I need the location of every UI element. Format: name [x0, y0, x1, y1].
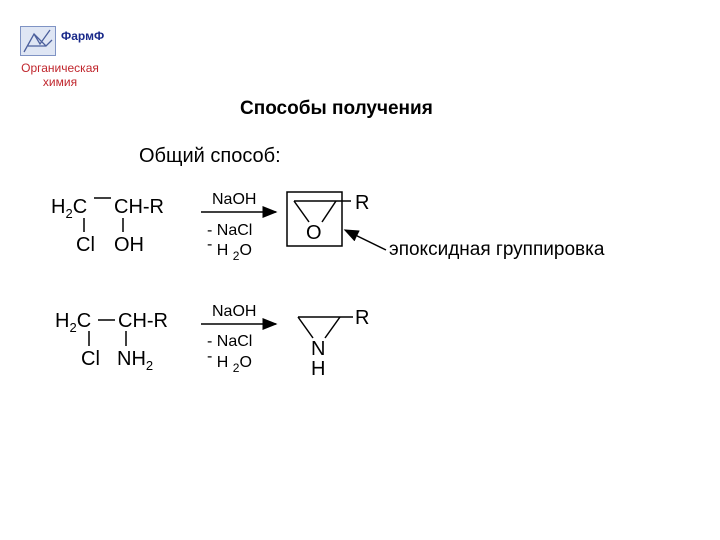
reaction1-reagent-naoh: NaOH — [212, 191, 257, 208]
epoxide-highlight-box — [286, 191, 343, 247]
reactant2-cl: Cl — [81, 348, 100, 370]
aziridine-r-group: R — [355, 307, 370, 329]
brand-name: ФармФ — [61, 29, 105, 43]
reactant2-nh2: NH2 — [117, 348, 154, 373]
slide-subtitle: Общий способ: — [139, 145, 281, 167]
reactant1-cl: Cl — [76, 234, 95, 256]
course-name: Органическая химия — [8, 61, 112, 89]
reactant1-chr: CH-R — [114, 196, 164, 218]
reaction1-byproduct-water: - H 2O — [207, 236, 252, 263]
aziridine-cn-left — [297, 316, 314, 339]
slide-title: Способы получения — [240, 98, 433, 119]
epoxide-co-right — [321, 200, 337, 223]
logo-icon — [20, 26, 56, 56]
epoxide-group-annotation: эпоксидная группировка — [389, 239, 605, 260]
epoxide-r-group: R — [355, 192, 370, 214]
epoxide-co-left — [293, 200, 310, 223]
aziridine-cn-right — [324, 316, 341, 339]
course-name-line2: химия — [42, 75, 78, 89]
aziridine-hydrogen: H — [311, 358, 326, 380]
reaction2-byproduct-water: - H 2O — [207, 348, 252, 375]
reaction2-byproduct-nacl: - NaCl — [207, 333, 253, 350]
reactant1-oh: OH — [114, 234, 144, 256]
epoxide-oxygen: O — [306, 222, 322, 244]
reactant2-ch2: H2C — [55, 310, 92, 335]
reactant1-ch2: H2C — [51, 196, 88, 221]
reactant2-chr: CH-R — [118, 310, 168, 332]
aziridine-nitrogen: N — [311, 338, 326, 360]
reaction2-reagent-naoh: NaOH — [212, 303, 257, 320]
reaction1-byproduct-nacl: - NaCl — [207, 222, 253, 239]
annotation-arrow — [343, 229, 387, 251]
course-name-line1: Органическая — [21, 61, 99, 75]
